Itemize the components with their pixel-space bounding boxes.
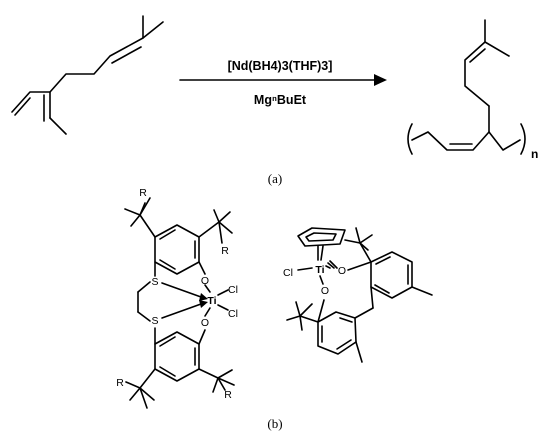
panel-label-a: (a) [268,171,282,186]
chloride-2: Cl [283,267,293,279]
complex-1-atom-labels: R R O S Ti Cl Cl S O R R [116,187,238,401]
panel-label-b: (b) [267,416,282,431]
cocatalyst-label: MgⁿBuEt [254,93,307,107]
oxygen-lower: O [201,317,209,329]
myrcene-structure [11,15,164,135]
sulfur-lower: S [151,315,158,327]
complex-2-atom-labels: Ti Cl O O [283,264,346,297]
catalyst-label: [Nd(BH4)3(THF)3] [228,59,333,73]
polymyrcene-structure [407,19,526,155]
repeat-unit-label: n [531,147,538,161]
reaction-arrow [179,74,387,86]
complex-1-structure [124,197,235,409]
oxygen-upper-2: O [338,265,346,277]
chloride-upper: Cl [228,284,238,296]
sulfur-upper: S [151,276,158,288]
chloride-lower: Cl [228,308,238,320]
r-group-lower-left: R [116,377,124,389]
r-group-lower-right: R [224,389,232,401]
oxygen-lower-2: O [321,285,329,297]
r-group-upper-left: R [139,187,147,199]
titanium-center: Ti [207,295,216,307]
r-group-upper-right: R [221,245,229,257]
complex-2-structure [286,227,433,363]
oxygen-upper: O [201,275,209,287]
titanium-center-2: Ti [315,264,324,276]
